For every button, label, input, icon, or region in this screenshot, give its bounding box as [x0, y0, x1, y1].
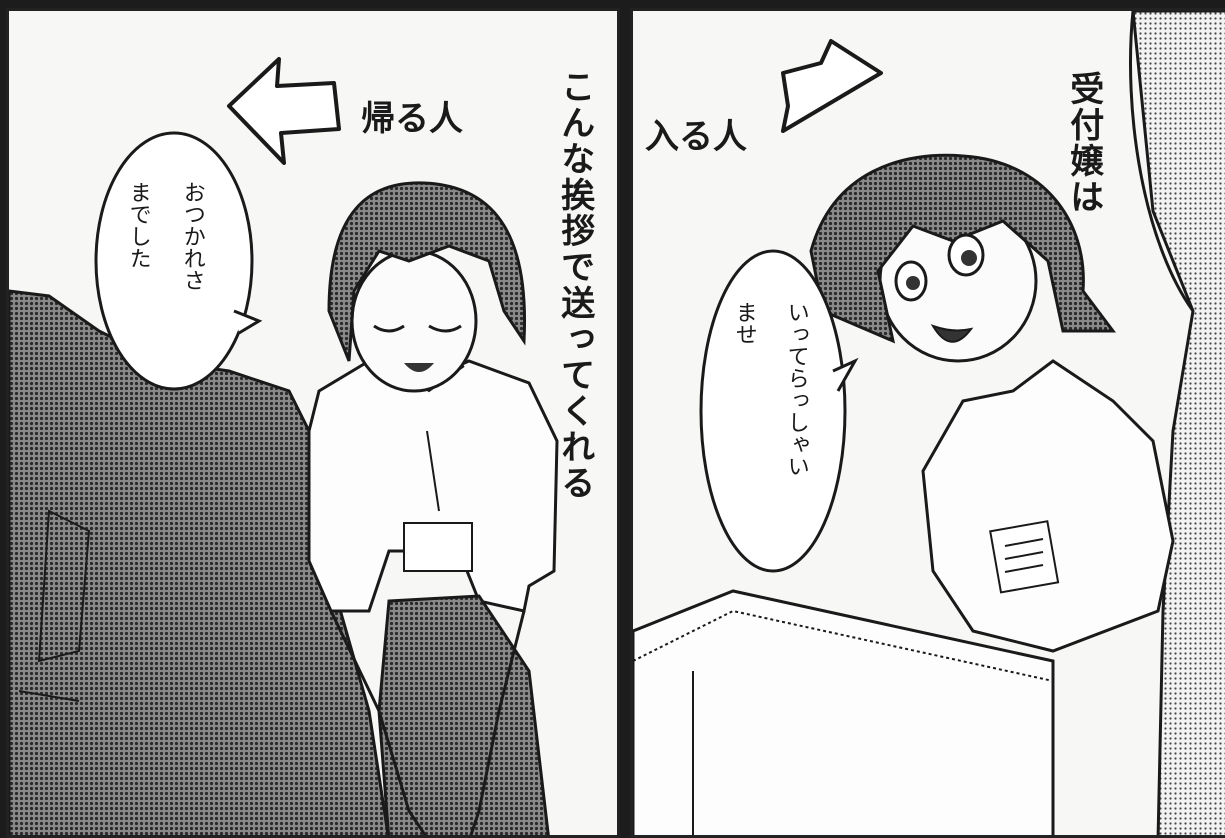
narration-right: 受付嬢は — [1063, 71, 1104, 215]
speech-bubble-left — [94, 131, 254, 391]
receptionist-hair — [327, 181, 527, 362]
arrow-label-leaving: 帰る人 — [361, 99, 463, 139]
arrow-label-entering: 入る人 — [645, 117, 747, 157]
receptionist-blouse — [307, 359, 559, 613]
speech-text-left-2: までした — [125, 181, 151, 269]
manga-panel-left: 帰る人 こんな挨拶で送ってくれる おつかれさ までした — [6, 8, 620, 838]
reception-counter — [633, 589, 1055, 835]
left-arrow-icon — [227, 57, 341, 165]
manga-panel-right: 入る人 受付嬢は いってらっしゃい ませ — [630, 8, 1225, 838]
name-badge-2 — [989, 520, 1060, 594]
panel-right-artwork — [633, 11, 1225, 835]
receptionist2-hair — [809, 153, 1116, 344]
name-badge — [403, 522, 473, 572]
speech-bubble-right — [699, 249, 847, 573]
man-silhouette — [9, 289, 390, 835]
speech-text-right-2: ませ — [731, 301, 757, 345]
entering-person — [1131, 11, 1225, 835]
receptionist-skirt — [377, 594, 550, 835]
panel-left-artwork — [9, 57, 559, 835]
receptionist2-blouse — [921, 359, 1175, 653]
right-arrow-icon — [781, 39, 883, 133]
speech-text-left-1: おつかれさ — [179, 181, 205, 291]
speech-text-right-1: いってらっしゃい — [783, 301, 809, 477]
narration-left: こんな挨拶で送ってくれる — [554, 69, 595, 501]
